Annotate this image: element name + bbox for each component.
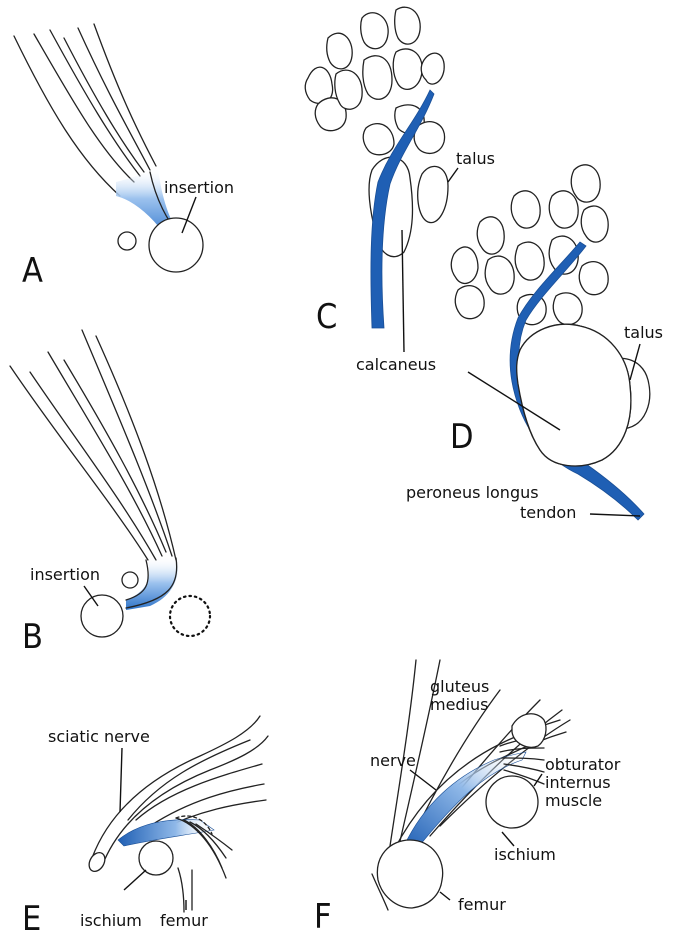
ischium-label-f: ischium (494, 845, 556, 864)
femur-f (377, 840, 442, 908)
insertion-bone-a (149, 218, 203, 272)
panel-b: insertion B (10, 330, 210, 657)
panel-letter-b: B (22, 617, 43, 657)
talus-c (418, 166, 448, 222)
obturator-label-line3: muscle (545, 791, 602, 810)
panel-e: sciatic nerve ischium femur E (22, 716, 268, 939)
femur-e (178, 868, 192, 912)
insertion-bone-b (81, 595, 123, 637)
panel-letter-f: F (314, 897, 332, 937)
sciatic-nerve-label: sciatic nerve (48, 727, 150, 746)
ischium-label-e: ischium (80, 911, 142, 930)
panel-letter-c: C (316, 297, 337, 337)
panel-c: talus calcaneus C (305, 7, 495, 374)
tendon-label-line2: tendon (520, 503, 576, 522)
talus-label-d: talus (624, 323, 663, 342)
obturator-label-line1: obturator (545, 755, 621, 774)
talus-label-c: talus (456, 149, 495, 168)
panel-a: insertion A (14, 24, 234, 291)
calcaneus-label: calcaneus (356, 355, 436, 374)
tendon-label-line1: peroneus longus (406, 483, 539, 502)
muscle-fibers-b (10, 330, 176, 560)
insertion-label-a: insertion (164, 178, 234, 197)
obturator-label-line2: internus (545, 773, 611, 792)
insertion-label-b: insertion (30, 565, 100, 584)
gluteus-label-line1: gluteus (430, 677, 489, 696)
muscle-fibers-a (14, 24, 156, 196)
dotted-circle-b (170, 596, 210, 636)
nerve-label-f: nerve (370, 751, 416, 770)
panel-d: talus peroneus longus tendon D (406, 165, 663, 522)
femur-label-e: femur (160, 911, 208, 930)
small-bone-b (122, 572, 138, 588)
panel-letter-d: D (450, 417, 474, 457)
panel-f: gluteus medius nerve obturator internus … (314, 660, 621, 937)
panel-letter-e: E (22, 899, 41, 939)
femur-label-f: femur (458, 895, 506, 914)
gluteus-label-line2: medius (430, 695, 489, 714)
small-bone-a (118, 232, 136, 250)
panel-letter-a: A (22, 251, 43, 291)
ischium-e (139, 841, 173, 875)
ischium-f (486, 776, 538, 828)
toe-bones-c (305, 7, 444, 155)
